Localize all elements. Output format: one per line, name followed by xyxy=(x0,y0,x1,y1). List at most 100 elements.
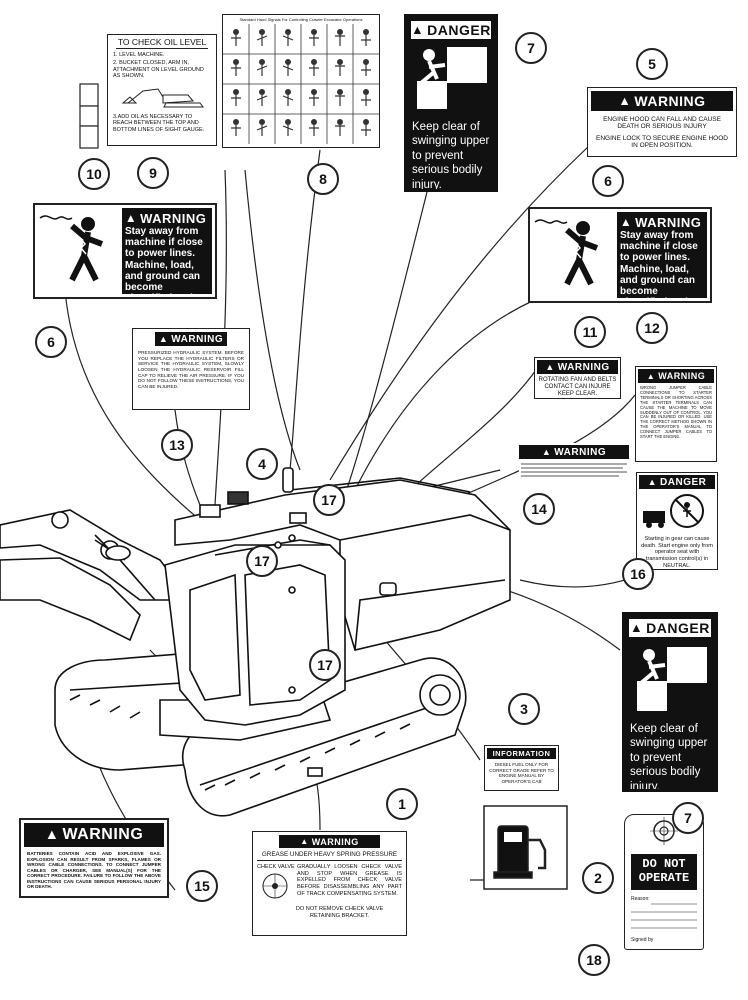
electrocution-pictogram xyxy=(39,215,104,282)
warning-triangle-icon: ▲ xyxy=(541,447,552,457)
grease-bottom-text: DO NOT REMOVE CHECK VALVE RETAINING BRAC… xyxy=(295,906,384,919)
callout-7-top: 7 xyxy=(515,32,547,64)
fan-warning-text: ROTATING FAN AND BELTS CONTACT CAN INJUR… xyxy=(538,377,617,398)
leader-line xyxy=(344,179,431,496)
warning-header: WARNING xyxy=(658,371,706,381)
danger-swing-decal-bottom: ▲ DANGER Keep clear of swinging upper to… xyxy=(622,612,718,792)
oil-level-step3: 3.ADD OIL AS NECESSARY TO REACH BETWEEN … xyxy=(113,113,205,133)
tag-line2: OPERATE xyxy=(638,870,690,885)
leader-line xyxy=(64,289,201,521)
danger-header: DANGER xyxy=(660,476,707,488)
grease-subtitle: GREASE UNDER HEAVY SPRING PRESSURE xyxy=(257,851,402,861)
start-danger-decal: ▲ DANGER Starting in gear can cause deat… xyxy=(636,472,718,570)
callout-11: 11 xyxy=(574,316,606,348)
power-lines-text: Stay away from machine if close to power… xyxy=(620,230,698,303)
decal-spot xyxy=(227,491,249,505)
callout-9: 9 xyxy=(137,157,169,189)
callout-5: 5 xyxy=(636,48,668,80)
hood-warning-decal: ▲ WARNING ENGINE HOOD CAN FALL AND CAUSE… xyxy=(587,87,737,157)
decal-spot xyxy=(289,512,307,524)
callout-3: 3 xyxy=(508,693,540,725)
information-header: INFORMATION xyxy=(487,748,556,759)
grease-warning-decal: ▲ WARNING GREASE UNDER HEAVY SPRING PRES… xyxy=(252,831,407,936)
leader-line xyxy=(329,144,591,481)
warning-header: WARNING xyxy=(62,826,144,843)
oil-level-step1: 1. LEVEL MACHINE. xyxy=(113,52,165,58)
callout-12: 12 xyxy=(636,312,668,344)
callout-10: 10 xyxy=(78,158,110,190)
hand-signal-grid xyxy=(223,24,379,144)
warning-header: WARNING xyxy=(634,93,706,109)
danger-swing-text: Keep clear of swinging upper to prevent … xyxy=(630,723,708,792)
jumper-warning-text: WRONG JUMPER CABLE CONNECTIONS TO STARTE… xyxy=(640,385,712,440)
callout-17-a: 17 xyxy=(313,484,345,516)
decal-spot xyxy=(199,504,221,518)
decal-spot xyxy=(307,767,323,777)
radiator-warning-decal: ▲ WARNING xyxy=(519,443,629,481)
excavator-pictogram xyxy=(121,88,204,108)
warning-header: WARNING xyxy=(557,361,610,373)
tag-line1: DO NOT xyxy=(642,857,686,871)
hand-signals-title: Standard Hand Signals For Controlling Cr… xyxy=(239,17,363,22)
hydraulic-warning-decal: ▲ WARNING PRESSURIZED HYDRAULIC SYSTEM. … xyxy=(132,328,250,410)
battery-warning-text: BATTERIES CONTAIN ACID AND EXPLOSIVE GAS… xyxy=(27,851,161,889)
swing-hazard-pictogram xyxy=(637,647,707,711)
electrocution-pictogram xyxy=(534,219,599,286)
warning-triangle-icon: ▲ xyxy=(630,621,644,635)
callout-6-left: 6 xyxy=(35,326,67,358)
information-decal: INFORMATION DIESEL FUEL ONLY FOR CORRECT… xyxy=(484,745,559,791)
battery-warning-decal: ▲ WARNING BATTERIES CONTAIN ACID AND EXP… xyxy=(19,818,169,898)
grease-text: GRADUALLY LOOSEN CHECK VALVE AND STOP WH… xyxy=(297,864,402,897)
tag-signed-label: Signed by xyxy=(631,936,654,943)
warning-triangle-icon: ▲ xyxy=(646,371,656,381)
fan-warning-decal: ▲ WARNING ROTATING FAN AND BELTS CONTACT… xyxy=(534,357,621,399)
runover-hazard-pictogram xyxy=(643,494,704,528)
jumper-cable-warning-decal: ▲ WARNING WRONG JUMPER CABLE CONNECTIONS… xyxy=(635,366,717,462)
warning-triangle-icon: ▲ xyxy=(620,216,633,229)
warning-triangle-icon: ▲ xyxy=(44,827,60,843)
callout-6-right: 6 xyxy=(592,165,624,197)
swing-hazard-pictogram xyxy=(417,47,487,109)
warning-triangle-icon: ▲ xyxy=(158,334,169,344)
callout-15: 15 xyxy=(186,870,218,902)
check-valve-icon xyxy=(262,873,288,899)
power-lines-decal-left: ▲ WARNING Stay away from machine if clos… xyxy=(33,203,217,299)
oil-level-decal: TO CHECK OIL LEVEL 1. LEVEL MACHINE. 2. … xyxy=(107,34,217,146)
callout-13: 13 xyxy=(161,429,193,461)
warning-triangle-icon: ▲ xyxy=(545,362,555,372)
start-danger-text: Starting in gear can cause death. Start … xyxy=(641,536,713,569)
fuel-pump-decal xyxy=(483,805,568,890)
fine-print-lines xyxy=(521,463,627,477)
warning-triangle-icon: ▲ xyxy=(411,23,425,37)
callout-18: 18 xyxy=(578,944,610,976)
warning-header: WARNING xyxy=(311,836,359,847)
warning-header: WARNING xyxy=(635,215,702,230)
oil-level-title: TO CHECK OIL LEVEL xyxy=(116,37,208,49)
warning-triangle-icon: ▲ xyxy=(647,477,658,487)
leader-line xyxy=(174,409,201,506)
danger-swing-decal-top: ▲ DANGER Keep clear of swinging upper to… xyxy=(404,14,498,192)
excavator xyxy=(0,467,511,817)
warning-header: WARNING xyxy=(140,211,207,226)
hand-signals-decal: Standard Hand Signals For Controlling Cr… xyxy=(222,14,380,148)
leader-line xyxy=(289,149,321,471)
warning-header: WARNING xyxy=(554,446,607,458)
power-lines-decal-right: ▲ WARNING Stay away from machine if clos… xyxy=(528,207,712,303)
information-text: DIESEL FUEL ONLY FOR CORRECT GRADE REFER… xyxy=(489,762,554,784)
callout-14: 14 xyxy=(523,493,555,525)
danger-header: DANGER xyxy=(427,22,491,38)
warning-header: WARNING xyxy=(171,333,224,345)
danger-header: DANGER xyxy=(646,620,710,636)
do-not-operate-tag: DO NOT OPERATE Reason: Signed by xyxy=(624,814,704,950)
hood-warning-line1: ENGINE HOOD CAN FALL AND CAUSE DEATH OR … xyxy=(603,116,721,131)
warning-triangle-icon: ▲ xyxy=(618,94,632,108)
small-decal-stack xyxy=(79,83,99,149)
callout-17-c: 17 xyxy=(309,649,341,681)
oil-level-step2: 2. BUCKET CLOSED, ARM IN, ATTACHMENT ON … xyxy=(113,60,204,80)
callout-4: 4 xyxy=(246,448,278,480)
danger-swing-text: Keep clear of swinging upper to prevent … xyxy=(412,121,490,191)
tag-writing-lines xyxy=(631,903,697,928)
hood-warning-line2: ENGINE LOCK TO SECURE ENGINE HOOD IN OPE… xyxy=(596,134,728,150)
leader-line xyxy=(354,289,561,491)
